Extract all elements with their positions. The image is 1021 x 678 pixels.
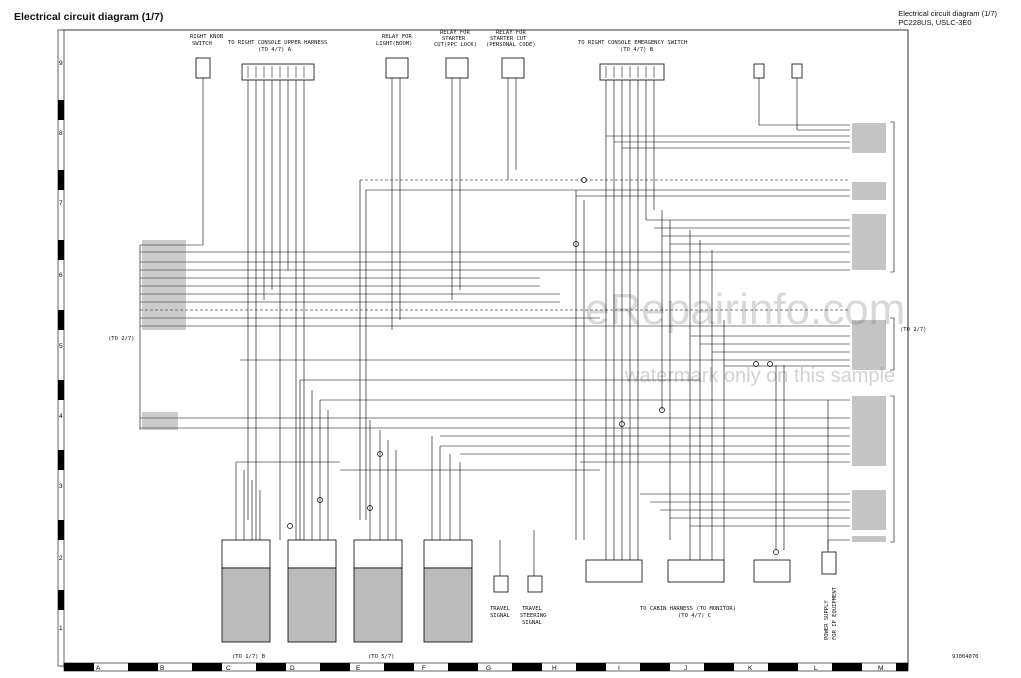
cabin-harness: TO CABIN HARNESS (TO MONITOR) <box>640 606 736 612</box>
row-label: 1 <box>59 625 63 632</box>
connector-emergency <box>599 63 665 81</box>
col-label: M <box>878 665 883 672</box>
connector-travel <box>493 575 509 593</box>
col-label: L <box>814 665 818 672</box>
col-label: J <box>684 665 687 672</box>
bottom-connectors <box>221 539 837 643</box>
vertical-wires <box>202 78 829 560</box>
connector-j2 <box>791 63 803 79</box>
connector-relay-ppc <box>445 57 469 79</box>
right-title: Electrical circuit diagram (1/7) <box>898 9 997 18</box>
top-labels: RIGHT KNOB SWITCH TO RIGHT CONSOLE UPPER… <box>190 30 687 53</box>
relay-personal-label-2: STARTER CUT <box>490 36 527 42</box>
connector-cm3-body <box>353 567 403 643</box>
connector-cabin-2 <box>667 559 725 583</box>
connector-cm2-body <box>287 567 337 643</box>
connector-relay-boom <box>385 57 409 79</box>
col-label: D <box>290 665 295 672</box>
row-label: 5 <box>59 343 63 350</box>
row-label: 4 <box>59 413 63 420</box>
relay-ppc-label-2: STARTER <box>442 36 466 42</box>
left-label-blocks <box>142 240 186 430</box>
top-connectors <box>195 57 803 81</box>
connector-cabin-1 <box>585 559 643 583</box>
col-label: E <box>356 665 361 672</box>
col-label: H <box>552 665 557 672</box>
horizontal-wires <box>139 124 850 541</box>
connector-upper-harness <box>241 63 315 81</box>
relay-boom-label-1: RELAY FOR <box>382 34 412 40</box>
row-label: 3 <box>59 483 63 490</box>
bottom-labels: (TO 1/7) B (TO 5/7) TRAVEL SIGNAL TRAVEL… <box>232 586 979 660</box>
connector-cabin-3 <box>753 559 791 583</box>
row-label: 8 <box>59 130 63 137</box>
model-number: PC228US, USLC-3E0 <box>898 18 972 27</box>
connector-steering <box>527 575 543 593</box>
travel-signal-1: TRAVEL <box>490 606 511 612</box>
col-label: G <box>486 665 491 672</box>
bottom-ruler: A B C D E F G H I J K L M N <box>63 662 909 672</box>
right-brackets <box>890 121 895 543</box>
travel-steering-1: TRAVEL <box>522 606 543 612</box>
relay-ppc-label-3: CUT(PPC LOCK) <box>434 42 477 48</box>
travel-steering-3: SIGNAL <box>522 620 543 626</box>
power-supply-2: FOR IP EQUIPMENT <box>832 586 838 640</box>
upper-harness-ref: (TO 4/7) A <box>258 47 292 53</box>
right-label-blocks <box>852 123 886 542</box>
col-label: B <box>160 665 164 672</box>
emergency-label: TO RIGHT CONSOLE EMERGENCY SWITCH <box>578 40 687 46</box>
col-label: A <box>96 665 101 672</box>
relay-boom-label-2: LIGHT(BOOM) <box>376 41 412 47</box>
col-label: I <box>618 665 620 672</box>
connector-cm1 <box>221 539 271 569</box>
drawing-number: 9J004070 <box>952 654 979 660</box>
top-pins <box>247 66 655 78</box>
connector-power <box>821 551 837 575</box>
knob-switch-label-1: RIGHT KNOB <box>190 34 224 40</box>
col-label: K <box>748 665 753 672</box>
to-2-7-right: (TO 2/7) <box>900 327 927 333</box>
connector-relay-personal <box>501 57 525 79</box>
col-label: F <box>422 665 426 672</box>
connector-cm4-body <box>423 567 473 643</box>
power-supply-1: POWER SUPPLY <box>824 600 830 640</box>
ref-1-7: (TO 1/7) B <box>232 654 266 660</box>
emergency-ref: (TO 4/7) B <box>620 47 654 53</box>
row-label: 7 <box>59 200 63 207</box>
row-label: 9 <box>59 60 63 67</box>
connector-j1 <box>753 63 765 79</box>
left-ruler: 9 8 7 6 5 4 3 2 1 <box>57 29 65 667</box>
travel-signal-2: SIGNAL <box>490 613 511 619</box>
knob-switch-label-2: SWITCH <box>192 41 212 47</box>
upper-harness-label: TO RIGHT CONSOLE UPPER HARNESS <box>228 40 327 46</box>
relay-personal-label-3: (PERSONAL CODE) <box>486 42 536 48</box>
connector-knob-switch <box>195 57 211 79</box>
connector-cm3 <box>353 539 403 569</box>
relay-ppc-label-1: RELAY FOR <box>440 30 470 36</box>
row-label: 6 <box>59 272 63 279</box>
model-header: Electrical circuit diagram (1/7) PC228US… <box>898 9 997 27</box>
cabin-ref: (TO 4/7) C <box>678 613 711 619</box>
watermark-sub: watermark only on this sample <box>624 365 895 387</box>
connector-cm1-body <box>221 567 271 643</box>
connector-cm4 <box>423 539 473 569</box>
relay-personal-label-1: RELAY FOR <box>496 30 526 36</box>
page-title: Electrical circuit diagram (1/7) <box>14 11 164 23</box>
row-label: 2 <box>59 555 63 562</box>
bottom-stubs <box>235 380 829 576</box>
col-label: C <box>226 665 231 672</box>
travel-steering-2: STEERING <box>520 613 547 619</box>
ref-5-7: (TO 5/7) <box>368 654 395 660</box>
to-2-7-left: (TO 2/7) <box>108 336 135 342</box>
connector-cm2 <box>287 539 337 569</box>
col-label: N <box>898 665 903 672</box>
